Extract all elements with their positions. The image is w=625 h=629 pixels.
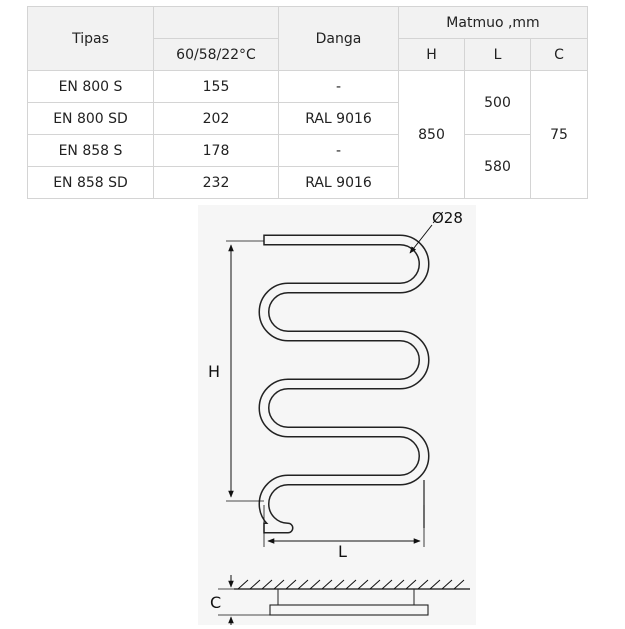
header-c: C bbox=[530, 38, 588, 71]
cell-model: EN 858 SD bbox=[27, 166, 154, 199]
height-label: H bbox=[208, 362, 220, 381]
cell-l-top: 500 bbox=[464, 70, 531, 135]
cell-c: 75 bbox=[530, 70, 588, 199]
cell-color: - bbox=[278, 134, 399, 167]
height-dimension: H bbox=[208, 240, 264, 502]
serpentine-pipe bbox=[258, 234, 430, 534]
table-row: EN 800 SD 202 RAL 9016 bbox=[27, 102, 588, 135]
cell-power: 232 bbox=[153, 166, 279, 199]
table-row: EN 800 S 155 - 850 500 75 bbox=[27, 70, 588, 199]
diameter-callout: Ø28 bbox=[409, 209, 463, 254]
cell-model: EN 858 S bbox=[27, 134, 154, 167]
cell-power: 155 bbox=[153, 70, 279, 103]
length-dimension: L bbox=[263, 505, 425, 561]
length-label: L bbox=[338, 542, 347, 561]
cell-h: 850 bbox=[398, 70, 465, 199]
header-power: 60/58/22°C bbox=[153, 38, 279, 71]
header-type: Tipas bbox=[27, 6, 154, 71]
cell-power: 178 bbox=[153, 134, 279, 167]
depth-label: C bbox=[210, 593, 221, 612]
radiator-drawing: Ø28 H L bbox=[198, 205, 476, 625]
cell-power: 202 bbox=[153, 102, 279, 135]
spec-table: Tipas Danga Matmuo ,mm 60/58/22°C H L C … bbox=[27, 6, 588, 199]
cell-color: - bbox=[278, 70, 399, 103]
cell-model: EN 800 S bbox=[27, 70, 154, 103]
table-row: EN 858 SD 232 RAL 9016 bbox=[27, 166, 588, 199]
cell-color: RAL 9016 bbox=[278, 166, 399, 199]
table-row: EN 858 S 178 - 580 bbox=[27, 134, 588, 199]
cell-l-bottom: 580 bbox=[464, 134, 531, 199]
header-dimensions: Matmuo ,mm bbox=[398, 6, 588, 39]
header-power-blank bbox=[153, 6, 279, 39]
header-l: L bbox=[464, 38, 531, 71]
cell-color: RAL 9016 bbox=[278, 102, 399, 135]
radiator-diagram: Ø28 H L bbox=[208, 209, 470, 625]
depth-dimension: C bbox=[210, 575, 270, 625]
cell-model: EN 800 SD bbox=[27, 102, 154, 135]
wall-side-view bbox=[234, 579, 470, 616]
header-h: H bbox=[398, 38, 465, 71]
header-color: Danga bbox=[278, 6, 399, 71]
diameter-label: Ø28 bbox=[432, 209, 463, 227]
